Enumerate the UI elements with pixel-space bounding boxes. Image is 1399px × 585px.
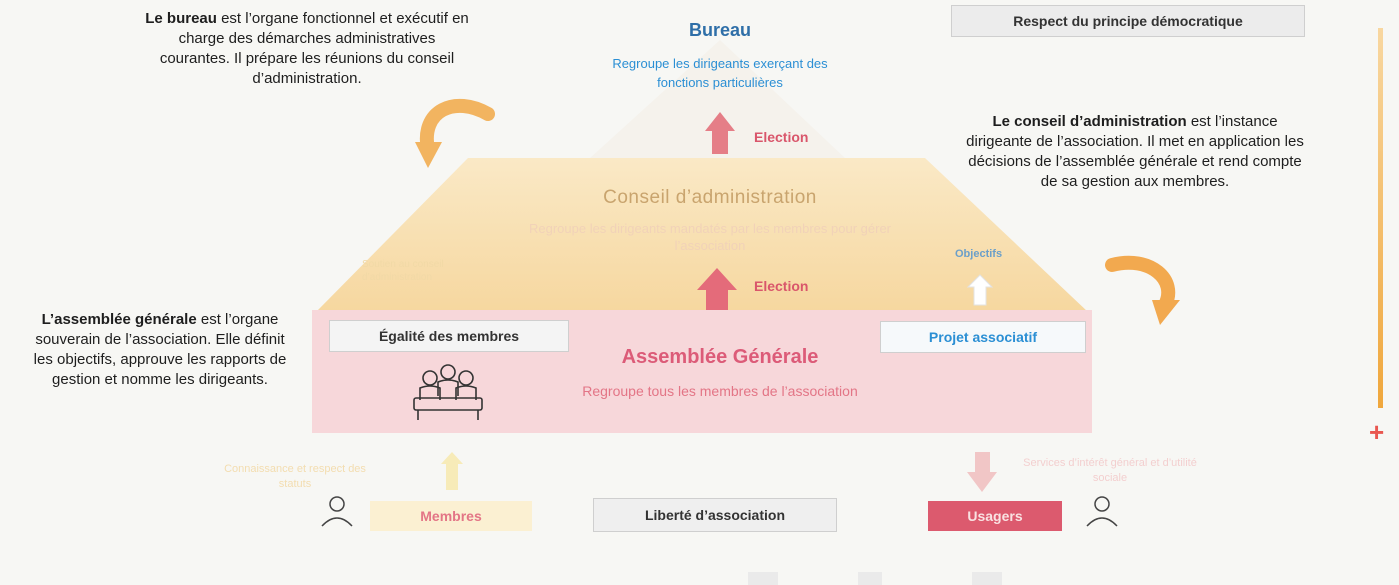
conseil-subtitle: Regroupe les dirigeants mandatés par les… xyxy=(528,221,892,253)
usagers-box: Usagers xyxy=(928,501,1062,531)
liberte-tag: Liberté d’association xyxy=(593,498,837,532)
assemblee-description: L’assemblée générale est l’organe souver… xyxy=(33,311,287,388)
conseil-faint-note: Soutien au conseil d’administration xyxy=(362,259,444,283)
membres-faint-note: Connaissance et respect des statuts xyxy=(224,463,366,490)
bureau-triangle xyxy=(590,40,845,158)
election-label-mid: Election xyxy=(754,278,809,294)
plus-sign: + xyxy=(1369,417,1385,447)
arrow-up-membres-faint xyxy=(441,452,463,490)
bureau-title: Bureau xyxy=(688,20,751,40)
arrow-up-objectifs xyxy=(966,274,994,306)
person-icon-usagers xyxy=(1086,496,1118,527)
democratic-scale-bar xyxy=(1378,28,1383,408)
curved-arrow-conseil xyxy=(1105,255,1176,312)
projet-tag: Projet associatif xyxy=(880,321,1086,353)
usagers-faint-note: Services d’intérêt général et d’utilité … xyxy=(1023,457,1197,484)
egalite-tag: Égalité des membres xyxy=(329,320,569,352)
conseil-description: Le conseil d’administration est l’instan… xyxy=(966,113,1304,190)
person-icon-membres xyxy=(321,496,353,527)
bureau-description: Le bureau est l’organe fonctionnel et ex… xyxy=(145,10,469,87)
objectifs-label: Objectifs xyxy=(955,248,1003,260)
membres-box: Membres xyxy=(370,501,532,531)
curved-arrow-bureau xyxy=(419,98,495,157)
election-label-top: Election xyxy=(754,129,809,145)
conseil-trapezoid xyxy=(316,158,1088,312)
bureau-subtitle: Regroupe les dirigeants exerçant des fon… xyxy=(612,56,828,90)
arrow-up-bureau xyxy=(705,112,735,154)
principle-tag: Respect du principe démocratique xyxy=(951,5,1305,37)
arrow-up-conseil xyxy=(697,268,737,310)
conseil-title: Conseil d’administration xyxy=(603,187,817,208)
assemblee-subtitle: Regroupe tous les membres de l’associati… xyxy=(582,383,858,399)
arrow-down-usagers-faint xyxy=(967,452,997,492)
meeting-icon xyxy=(413,364,483,420)
assemblee-title: Assemblée Générale xyxy=(621,346,819,368)
